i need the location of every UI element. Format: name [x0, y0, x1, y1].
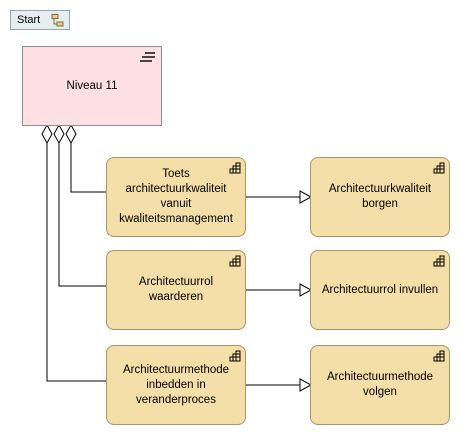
grid-steps-icon: [229, 255, 241, 267]
aggregation-line-2: [58, 143, 107, 287]
grid-steps-icon: [229, 162, 241, 174]
process-node-1[interactable]: Toets architectuurkwaliteit vanuit kwali…: [106, 157, 246, 237]
process-node-label: Architectuurmethode inbedden in verander…: [122, 363, 230, 406]
aggregation-line-1: [70, 143, 107, 193]
grid-steps-icon: [433, 162, 445, 174]
outcome-node-label: Architectuurkwaliteit borgen: [328, 183, 432, 210]
process-node-3[interactable]: Architectuurmethode inbedden in verander…: [106, 345, 246, 425]
grid-steps-icon: [433, 350, 445, 362]
process-node-2[interactable]: Architectuurrol waarderen: [106, 250, 246, 330]
grid-steps-icon: [433, 255, 445, 267]
start-button[interactable]: Start: [10, 10, 70, 30]
outcome-node-label: Architectuurmethode volgen: [326, 371, 434, 398]
outcome-node-1[interactable]: Architectuurkwaliteit borgen: [310, 157, 450, 237]
outcome-node-2[interactable]: Architectuurrol invullen: [310, 250, 450, 330]
menu-lines-icon: [140, 52, 155, 62]
start-label: Start: [17, 14, 41, 26]
root-node[interactable]: Niveau 11: [22, 46, 162, 126]
process-node-label: Toets architectuurkwaliteit vanuit kwali…: [119, 168, 233, 225]
aggregation-line-3: [46, 143, 107, 382]
aggregation-diamond-3: [41, 123, 53, 145]
grid-steps-icon: [229, 350, 241, 362]
root-node-label: Niveau 11: [66, 79, 118, 92]
hierarchy-icon: [51, 14, 64, 27]
aggregation-diamond-2: [53, 123, 65, 145]
outcome-node-label: Architectuurrol invullen: [321, 283, 439, 296]
outcome-node-3[interactable]: Architectuurmethode volgen: [310, 345, 450, 425]
process-node-label: Architectuurrol waarderen: [138, 276, 214, 303]
aggregation-diamond-1: [65, 123, 77, 145]
